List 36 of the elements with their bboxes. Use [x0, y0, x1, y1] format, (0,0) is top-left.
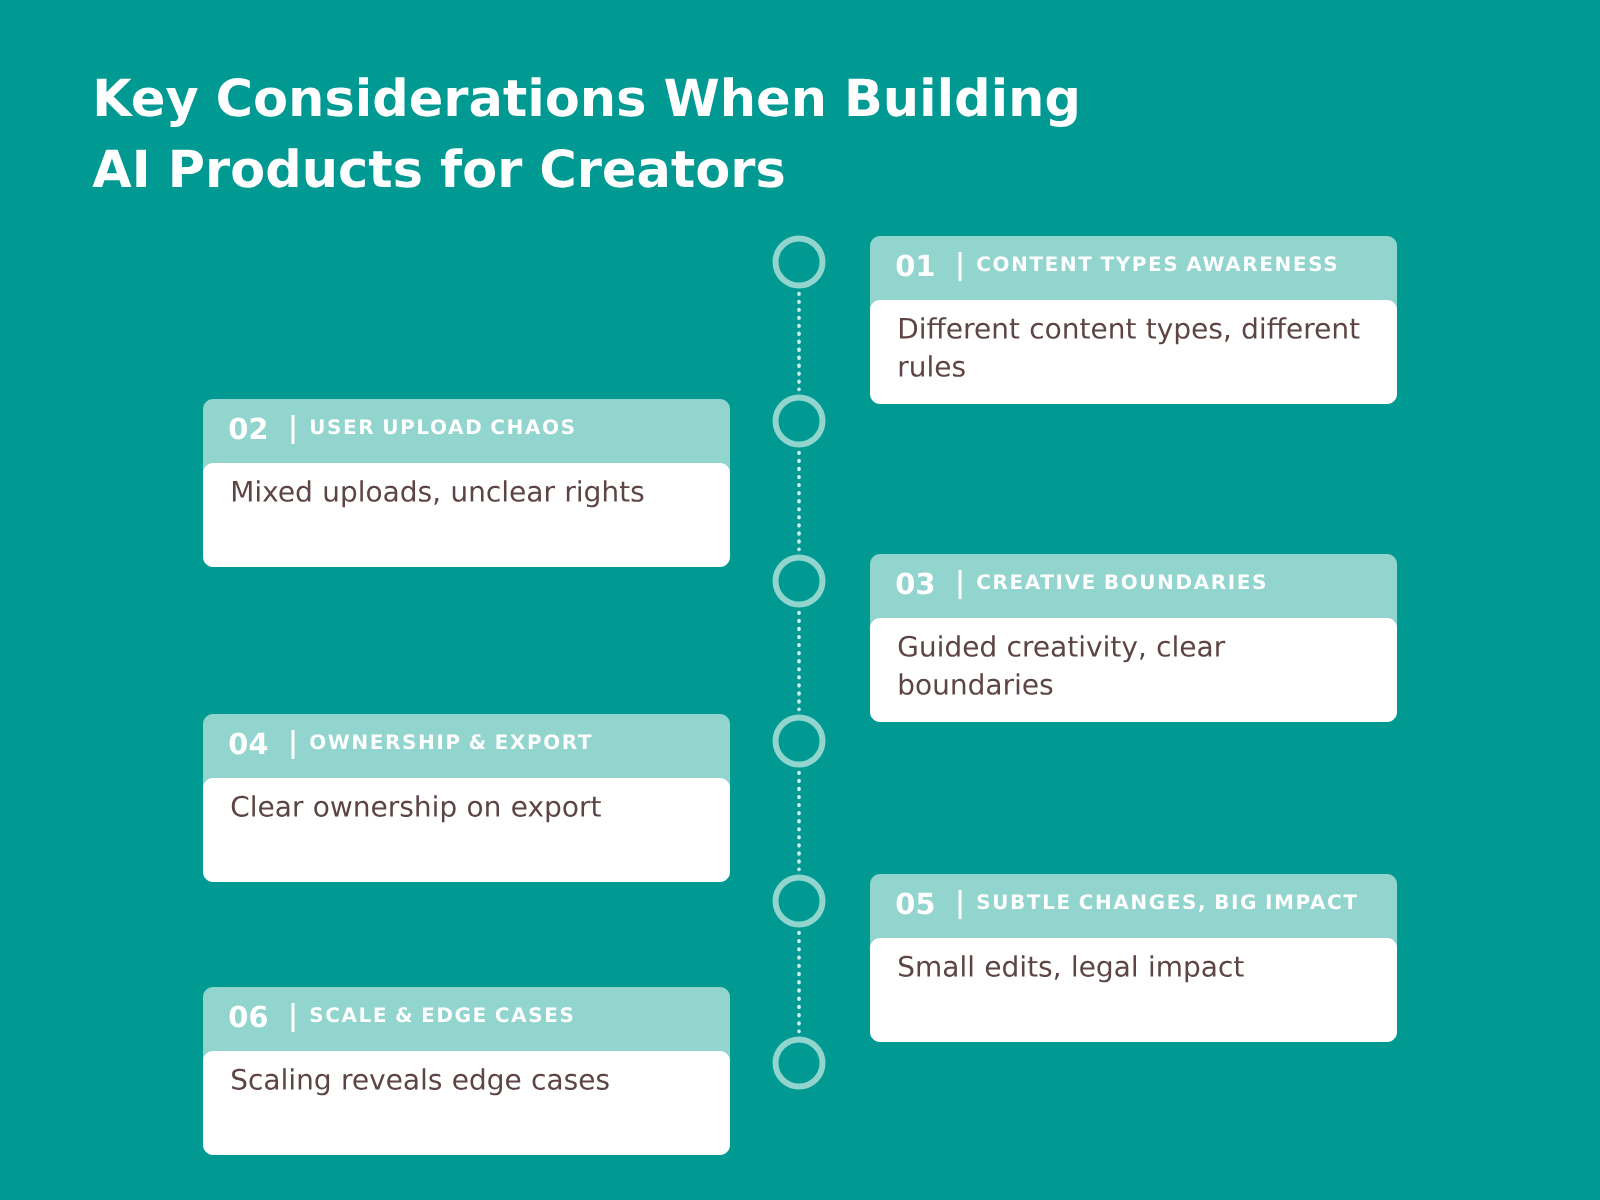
card-text: Clear ownership on export [231, 795, 601, 823]
dotted-line [797, 930, 801, 1034]
card [870, 874, 1397, 1042]
step-number: 01 [896, 254, 934, 277]
step-number: 04 [229, 732, 268, 755]
title: Key Considerations When Building AI Products for Creators [92, 77, 1077, 188]
card-heading: CREATIVE BOUNDARIES [977, 574, 1265, 590]
card-text: Guided creativity, clear boundaries [898, 635, 1226, 695]
dotted-line [797, 291, 801, 392]
card-text: Scaling reveals edge cases [232, 1068, 609, 1096]
card-text: Mixed uploads, unclear rights [232, 480, 644, 508]
timeline-circle [772, 394, 826, 448]
timeline-circle [772, 235, 826, 289]
dotted-line [797, 450, 801, 552]
step-number: 06 [229, 1005, 267, 1028]
timeline-circle [772, 1036, 826, 1090]
timeline-circle [772, 554, 826, 608]
step-number: 03 [896, 572, 934, 595]
timeline-circle [772, 714, 826, 768]
card [870, 236, 1397, 404]
card-heading: SUBTLE CHANGES, BIG IMPACT [977, 894, 1357, 912]
card-text: Small edits, legal impact [899, 955, 1244, 983]
card-heading: SCALE & EDGE CASES [310, 1007, 573, 1023]
step-number: 05 [896, 892, 934, 915]
dotted-line [797, 610, 801, 712]
card-heading: USER UPLOAD CHAOS [311, 419, 574, 435]
card-text: Different content types, different rules [899, 317, 1360, 377]
card [203, 714, 730, 882]
card [203, 399, 730, 567]
card-heading: OWNERSHIP & EXPORT [310, 734, 592, 750]
card [203, 987, 730, 1155]
timeline-circle [772, 874, 826, 928]
step-number: 02 [229, 417, 267, 440]
dotted-line [797, 770, 801, 872]
card-heading: CONTENT TYPES AWARENESS [977, 256, 1337, 272]
card [870, 554, 1397, 722]
